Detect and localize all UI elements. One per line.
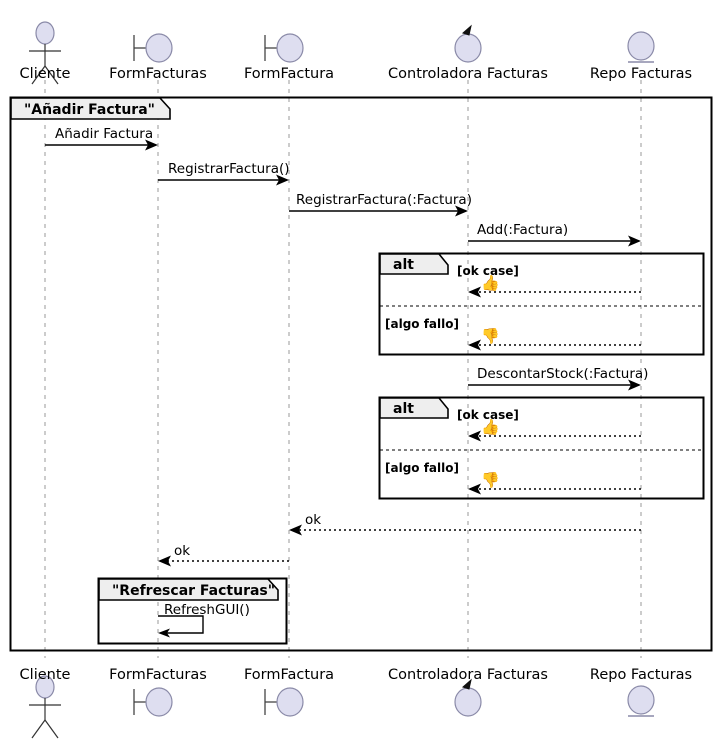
messages-layer	[45, 139, 641, 638]
msg-descontar-stock-label: DescontarStock(:Factura)	[477, 366, 649, 382]
control-icon	[454, 678, 482, 717]
msg-add-return-fail[interactable]	[468, 339, 641, 351]
participant-label-top-controladora-facturas: Controladora Facturas	[388, 66, 548, 82]
participant-label-bottom-formfactura: FormFactura	[243, 667, 335, 683]
msg-ok-to-formfacturas[interactable]	[158, 555, 289, 567]
msg-add-factura[interactable]	[468, 235, 641, 247]
alt-descontar-stock-guard-1: [algo fallo]	[385, 461, 459, 475]
alt-descontar-stock	[378, 396, 705, 500]
boundary-icon	[133, 33, 173, 63]
alt-descontar-stock-guard-0: [ok case]	[457, 408, 519, 422]
msg-descontar-stock[interactable]	[468, 379, 641, 391]
alt-add-factura	[378, 252, 705, 356]
msg-ok-to-formfactura[interactable]	[289, 524, 641, 536]
boundary-icon	[264, 33, 304, 63]
actor-icon	[29, 675, 61, 739]
msg-registrar-factura-param[interactable]	[289, 205, 468, 217]
thumbs-down-icon: 👎	[481, 327, 500, 345]
msg-refresh-gui-label: RefreshGUI()	[164, 602, 250, 618]
fragments-layer	[378, 252, 705, 500]
participant-label-bottom-formfacturas: FormFacturas	[109, 667, 207, 683]
msg-ok-to-formfacturas-label: ok	[174, 543, 191, 559]
participant-label-bottom-cliente: Cliente	[19, 667, 71, 683]
msg-registrar-factura-param-label: RegistrarFactura(:Factura)	[296, 192, 472, 208]
msg-registrar-factura-label: RegistrarFactura()	[168, 161, 290, 177]
frame-anadir-factura	[9, 96, 713, 652]
msg-add-return-ok[interactable]	[468, 286, 641, 298]
alt-add-factura-guard-1: [algo fallo]	[385, 317, 459, 331]
msg-anadir-factura-label: Añadir Factura	[55, 126, 154, 142]
participant-label-top-formfactura: FormFactura	[243, 66, 335, 82]
frame-anadir-factura-title: "Añadir Factura"	[24, 102, 155, 118]
participant-label-bottom-controladora-facturas: Controladora Facturas	[388, 667, 548, 683]
entity-icon	[627, 685, 655, 717]
msg-anadir-factura[interactable]	[45, 139, 158, 151]
msg-stock-return-ok[interactable]	[468, 430, 641, 442]
thumbs-up-icon: 👍	[481, 418, 500, 436]
lifelines-layer	[44, 80, 642, 658]
thumbs-up-icon: 👍	[481, 274, 500, 292]
msg-ok-to-formfactura-label: ok	[305, 512, 322, 528]
participant-label-top-formfacturas: FormFacturas	[109, 66, 207, 82]
frame-refrescar-facturas	[97, 577, 288, 645]
frame-refrescar-facturas-title: "Refrescar Facturas"	[112, 583, 276, 599]
participant-label-top-cliente: Cliente	[19, 66, 71, 82]
participant-label-top-repo-facturas: Repo Facturas	[589, 66, 693, 82]
boundary-icon	[264, 687, 304, 717]
msg-stock-return-fail[interactable]	[468, 483, 641, 495]
msg-add-factura-label: Add(:Factura)	[477, 222, 569, 238]
boundary-icon	[133, 687, 173, 717]
frames-layer	[9, 96, 713, 652]
alt-add-factura-guard-0: [ok case]	[457, 264, 519, 278]
entity-icon	[627, 31, 655, 63]
msg-registrar-factura[interactable]	[158, 174, 289, 186]
actor-icon	[29, 21, 61, 85]
control-icon	[454, 24, 482, 63]
thumbs-down-icon: 👎	[481, 471, 500, 489]
alt-add-factura-operator: alt	[393, 257, 414, 273]
msg-refresh-gui[interactable]	[158, 615, 204, 638]
alt-descontar-stock-operator: alt	[393, 401, 414, 417]
participant-label-bottom-repo-facturas: Repo Facturas	[589, 667, 693, 683]
participant-icons-layer	[29, 21, 655, 739]
